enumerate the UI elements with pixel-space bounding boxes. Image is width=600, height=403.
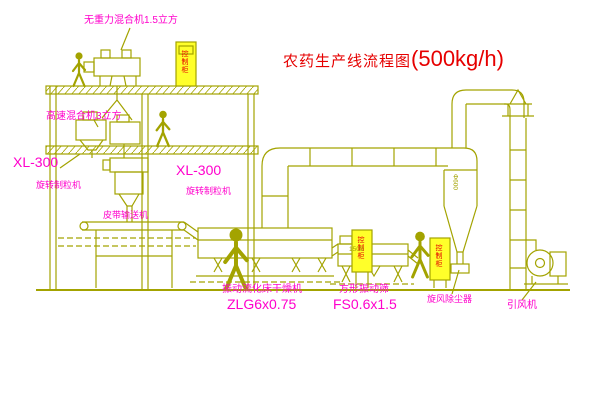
belt-conveyor-label: 皮带输送机 — [103, 210, 149, 220]
vibrating-screen-machine — [330, 235, 419, 285]
high-speed-mixer-machine — [75, 111, 107, 158]
dryer-name-label: 振动流化床干燥机 — [222, 284, 302, 295]
granulator-left-name: 旋转制粒机 — [36, 180, 82, 190]
feed-hopper — [109, 114, 141, 158]
exhaust-stack — [502, 88, 534, 290]
rotary-granulator-machine — [102, 157, 149, 222]
fan-label: 引风机 — [507, 300, 537, 311]
cyclone-label: 旋风除尘器 — [427, 294, 473, 304]
cabinet-1-label: 控制柜 — [181, 50, 188, 74]
leader-lines — [59, 27, 537, 301]
cyclone-diameter-label: Φ600 — [451, 174, 459, 191]
building-frame — [45, 85, 259, 290]
fluid-bed-dryer-machine — [190, 227, 340, 283]
screen-model-label: FS0.6x1.5 — [333, 296, 397, 312]
control-cabinet-3 — [429, 237, 451, 288]
granulator-center-model: XL-300 — [176, 162, 222, 178]
granulator-left-model: XL-300 — [13, 154, 59, 170]
dryer-model-label: ZLG6x0.75 — [227, 296, 297, 312]
belt-conveyor-machine — [58, 221, 199, 288]
gravity-mixer-machine — [83, 49, 141, 121]
exhaust-duct — [261, 147, 478, 228]
duct-dimension-label: 1500 — [349, 246, 364, 253]
cabinet-3-label: 控制柜 — [435, 244, 442, 268]
diagram-title: 农药生产线流程图 (500kg/h) — [283, 48, 504, 70]
screen-name-label: 方形振动筛 — [339, 284, 389, 295]
cyclone-separator-machine — [443, 89, 525, 274]
cabinet-2-label: 控制柜 — [357, 236, 364, 260]
induced-draft-fan-machine — [524, 239, 568, 285]
control-cabinet-1 — [175, 41, 197, 87]
title-text: 农药生产线流程图 — [283, 53, 412, 70]
gravity-mixer-label: 无重力混合机1.5立方 — [84, 15, 178, 26]
high-speed-mixer-label: 高速混合机3立方 — [46, 111, 122, 122]
control-cabinet-2 — [351, 229, 373, 288]
granulator-center-name: 旋转制粒机 — [186, 186, 232, 196]
title-capacity: (500kg/h) — [411, 46, 504, 71]
